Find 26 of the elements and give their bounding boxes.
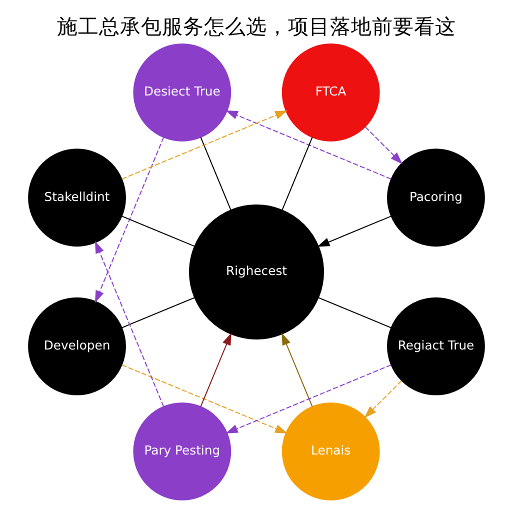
arrow	[364, 126, 402, 164]
node-circle: Developen	[28, 296, 126, 395]
node-circle: FTCA	[281, 43, 380, 141]
arrow	[224, 364, 391, 433]
arrow	[200, 332, 231, 406]
connector	[318, 296, 391, 328]
arrow	[94, 240, 164, 406]
arrow	[364, 380, 402, 418]
node-circle: Righecest	[188, 204, 324, 339]
arrow	[121, 110, 288, 180]
arrow	[316, 215, 391, 246]
node-circle: Desiect True	[132, 43, 231, 141]
connector	[121, 215, 194, 246]
node-circle: Regiact True	[386, 296, 484, 395]
connector	[121, 296, 194, 328]
node-circle: Pacoring	[386, 148, 484, 246]
node-circle: Stakelldint	[28, 148, 126, 246]
arrow	[224, 110, 391, 180]
node-circle: Lenais	[281, 402, 380, 500]
connector	[200, 136, 231, 210]
arrow	[121, 364, 288, 433]
arrow	[281, 332, 312, 406]
connector	[281, 136, 312, 210]
diagram-title: 施工总承包服务怎么选，项目落地前要看这	[56, 14, 456, 38]
node-circle: Pary Pesting	[132, 402, 231, 500]
arrow	[94, 136, 164, 302]
